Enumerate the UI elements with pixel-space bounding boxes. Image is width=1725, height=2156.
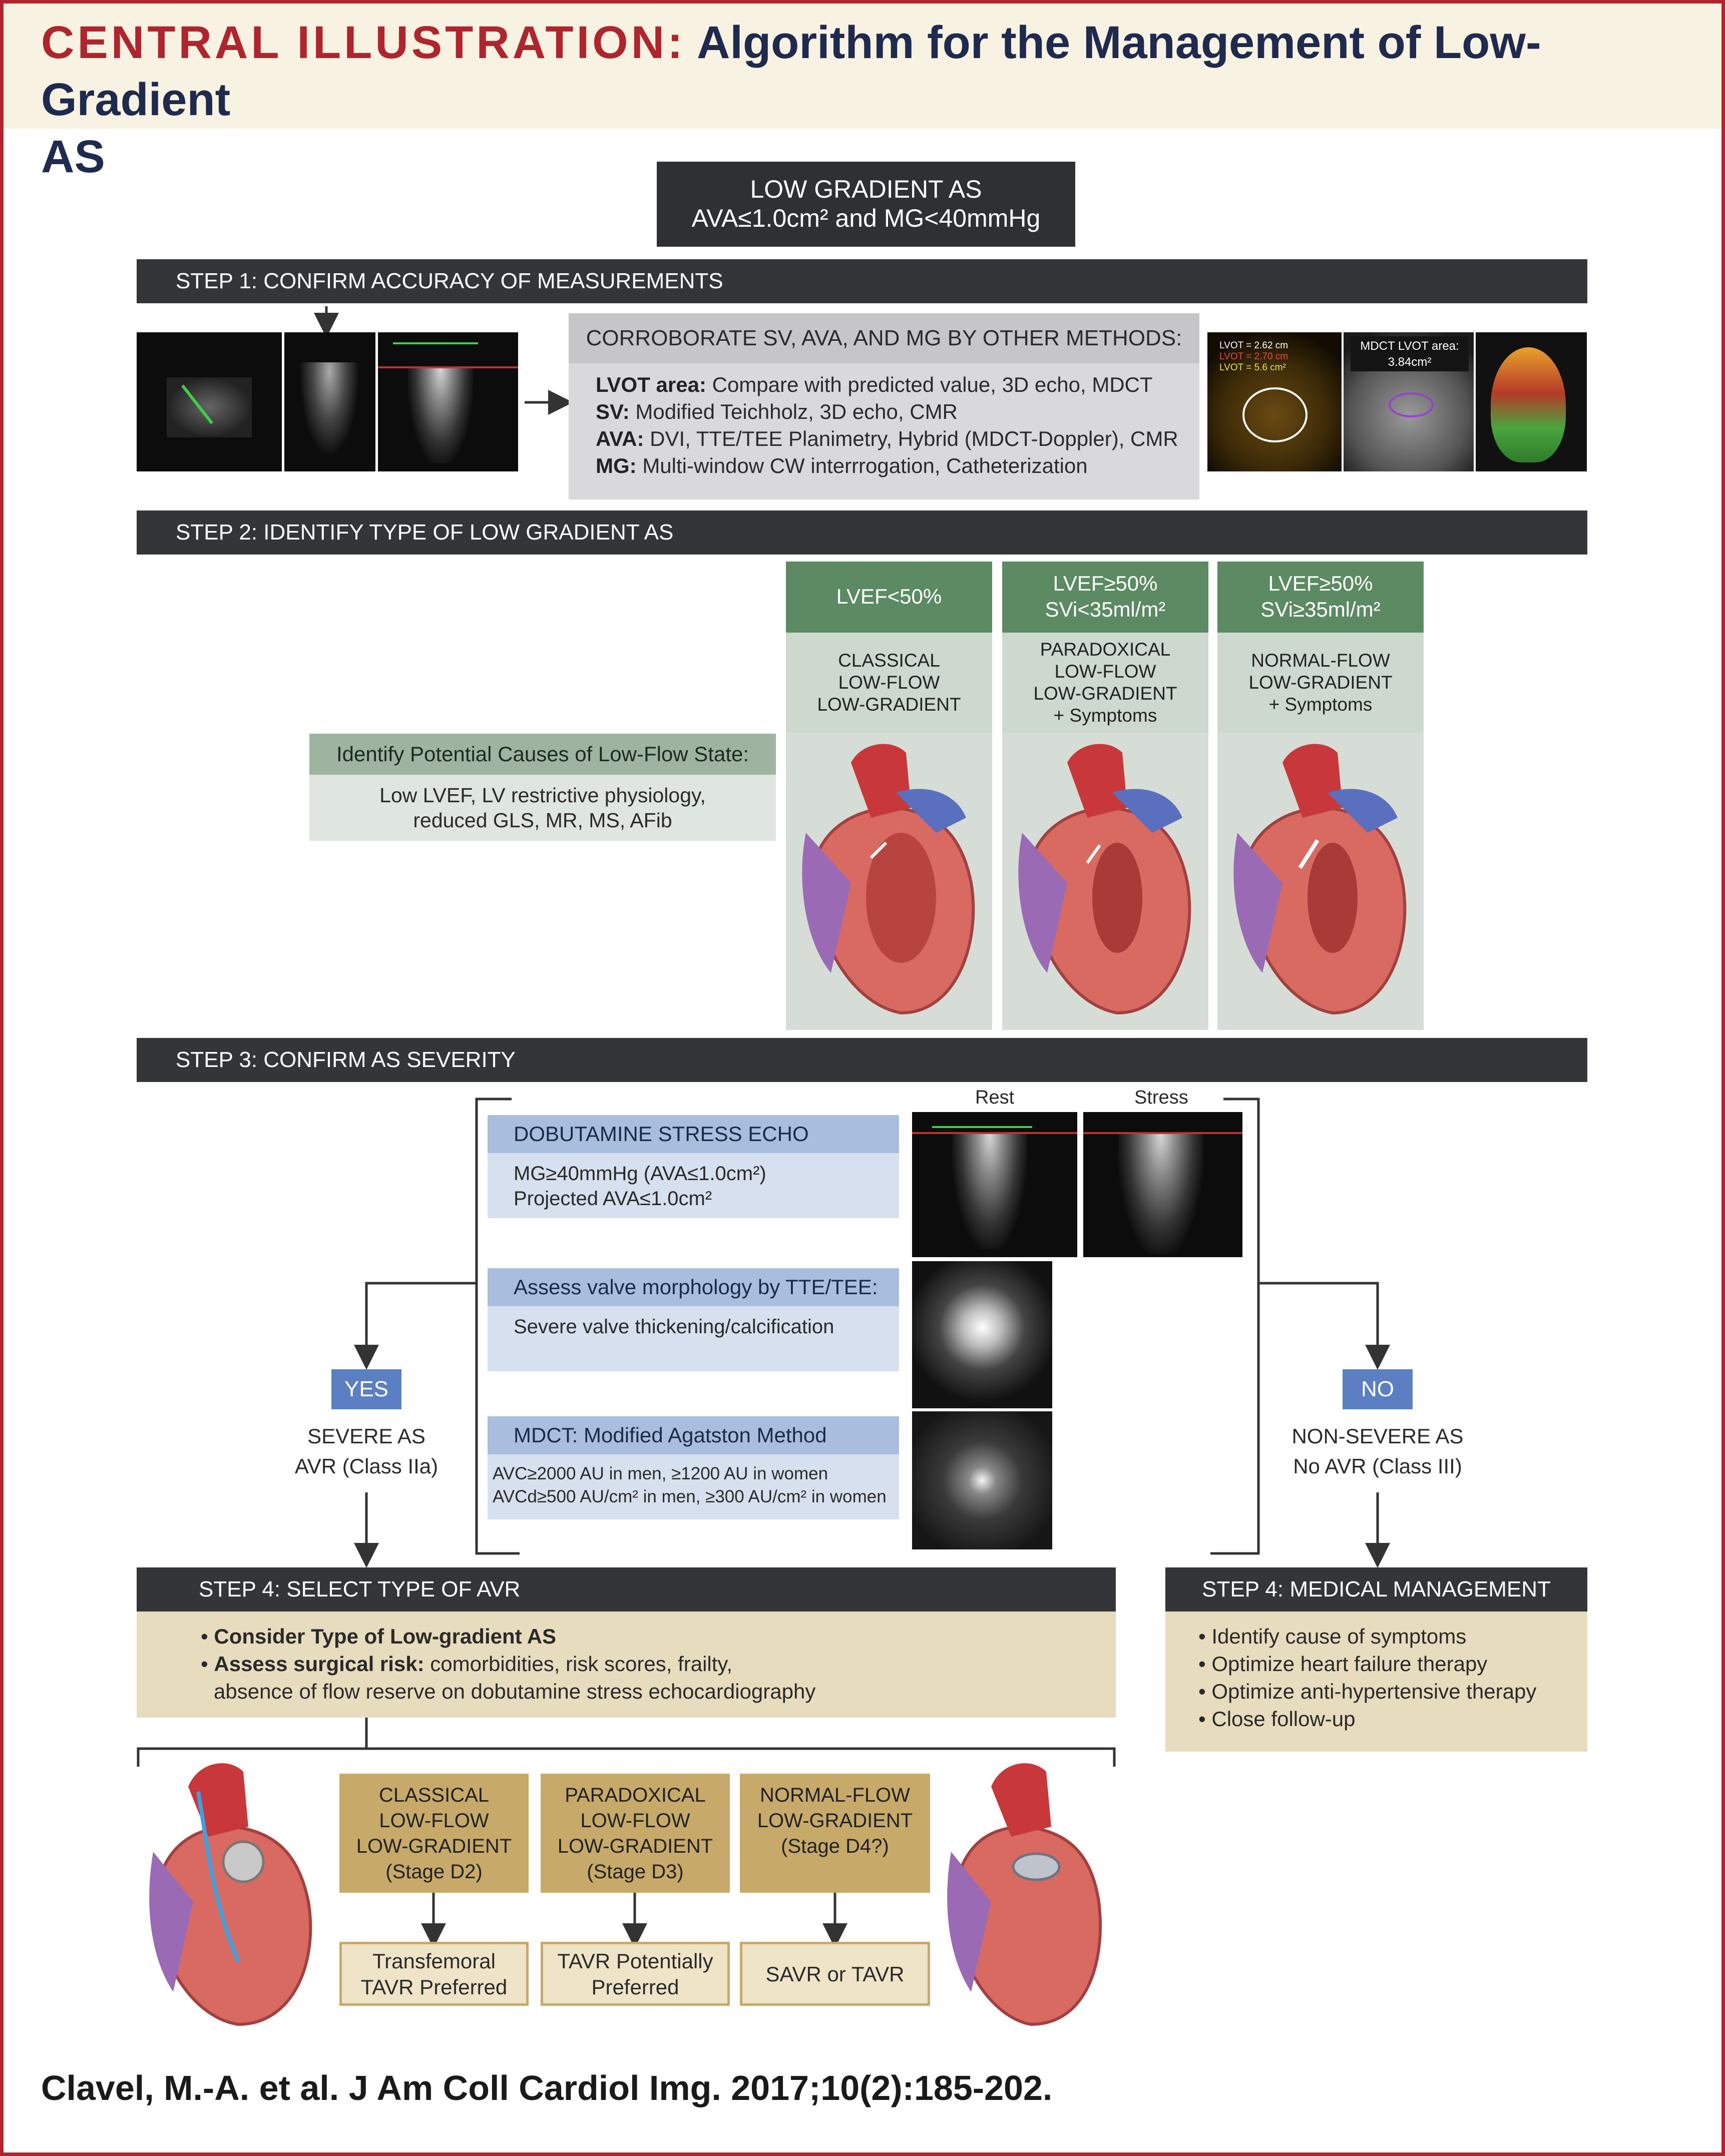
dse-rest-doppler-image [912,1112,1077,1257]
avr-bullet-risk: • Assess surgical risk: comorbidities, r… [201,1652,732,1676]
col-lvef-lt50-head: LVEF<50% [786,562,992,633]
medical-management-box: • Identify cause of symptoms • Optimize … [1165,1611,1587,1752]
low-gradient-as-box: LOW GRADIENT AS AVA≤1.0cm² and MG<40mmHg [657,162,1075,247]
corroborate-item-lvot: LVOT area: Compare with predicted value,… [596,373,1153,396]
col-lvef-ge50-svi-ge35-head: LVEF≥50%SVi≥35ml/m² [1217,562,1424,633]
dse-stress-doppler-image [1083,1112,1242,1257]
corroborate-item-mg: MG: Multi-window CW interrrogation, Cath… [596,454,1088,477]
heart-illustration-normal-flow [1217,733,1424,1030]
tee-valve-image [912,1261,1052,1408]
page-title: CENTRAL ILLUSTRATION: Algorithm for the … [41,14,1693,185]
citation: Clavel, M.-A. et al. J Am Coll Cardiol I… [41,2068,1053,2107]
3d-echo-image [1476,332,1587,471]
corroborate-item-ava: AVA: DVI, TTE/TEE Planimetry, Hybrid (MD… [596,427,1178,450]
valve-morphology-body: Severe valve thickening/calcification [488,1306,899,1371]
step4-avr-bar: STEP 4: SELECT TYPE OF AVR [137,1567,1116,1611]
step3-bar: STEP 3: CONFIRM AS SEVERITY [137,1038,1587,1082]
med-item-2: • Optimize heart failure therapy [1198,1652,1488,1676]
step1-bar: STEP 1: CONFIRM ACCURACY OF MEASUREMENTS [137,259,1587,303]
echo-image-doppler-1 [284,332,375,471]
low-flow-causes-body: Low LVEF, LV restrictive physiology, red… [309,775,776,841]
step2-bar: STEP 2: IDENTIFY TYPE OF LOW GRADIENT AS [137,510,1587,555]
tee-lvot-image: LVOT = 2.62 cm LVOT = 2.70 cm LVOT = 5.6… [1207,332,1342,471]
title-prefix: CENTRAL ILLUSTRATION: [41,17,686,68]
no-badge: NO [1343,1369,1413,1409]
avr-bullet-risk-cont: absence of flow reserve on dobutamine st… [214,1680,816,1703]
med-item-4: • Close follow-up [1198,1707,1356,1731]
mdct-lvot-image: MDCT LVOT area: 3.84cm² [1344,332,1474,471]
echo-image-doppler-2 [378,332,518,471]
title-line2: AS [41,131,105,182]
col-lvef-ge50-svi-lt35-head: LVEF≥50%SVi<35ml/m² [1002,562,1208,633]
step4-medical-bar: STEP 4: MEDICAL MANAGEMENT [1165,1567,1587,1611]
avr-bullet-type: • Consider Type of Low-gradient AS [201,1625,557,1648]
top-box-line1: LOW GRADIENT AS [750,175,982,203]
top-box-line2: AVA≤1.0cm² and MG<40mmHg [691,204,1041,232]
tavr-heart-illustration [138,1752,328,2032]
valve-morphology-header: Assess valve morphology by TTE/TEE: [488,1268,899,1306]
rest-label: Rest [975,1087,1015,1108]
yes-badge: YES [331,1369,401,1409]
med-item-3: • Optimize anti-hypertensive therapy [1198,1680,1537,1703]
mdct-calcium-image [912,1411,1052,1549]
mdct-agatston-header: MDCT: Modified Agatston Method [488,1416,899,1454]
heart-illustration-classical [786,733,992,1030]
title-main: Algorithm for the Management of Low-Grad… [41,17,1541,125]
avr-considerations-box: • Consider Type of Low-gradient AS • Ass… [137,1611,1116,1718]
stress-label: Stress [1134,1087,1188,1108]
dse-header: DOBUTAMINE STRESS ECHO [488,1115,899,1153]
header-band [4,4,1721,129]
dse-body: MG≥40mmHg (AVA≤1.0cm²)Projected AVA≤1.0c… [488,1153,899,1218]
echo-image-lvot [137,332,282,471]
corroborate-item-sv: SV: Modified Teichholz, 3D echo, CMR [596,400,958,423]
heart-illustration-paradoxical [1002,733,1208,1030]
corroborate-header: CORROBORATE SV, AVA, AND MG BY OTHER MET… [569,313,1199,363]
low-flow-causes-header: Identify Potential Causes of Low-Flow St… [309,734,776,775]
outcome-savr-or-tavr: SAVR or TAVR [740,1942,930,2006]
corroborate-box: CORROBORATE SV, AVA, AND MG BY OTHER MET… [569,313,1199,499]
med-item-1: • Identify cause of symptoms [1198,1625,1467,1648]
savr-heart-illustration [941,1752,1111,2032]
